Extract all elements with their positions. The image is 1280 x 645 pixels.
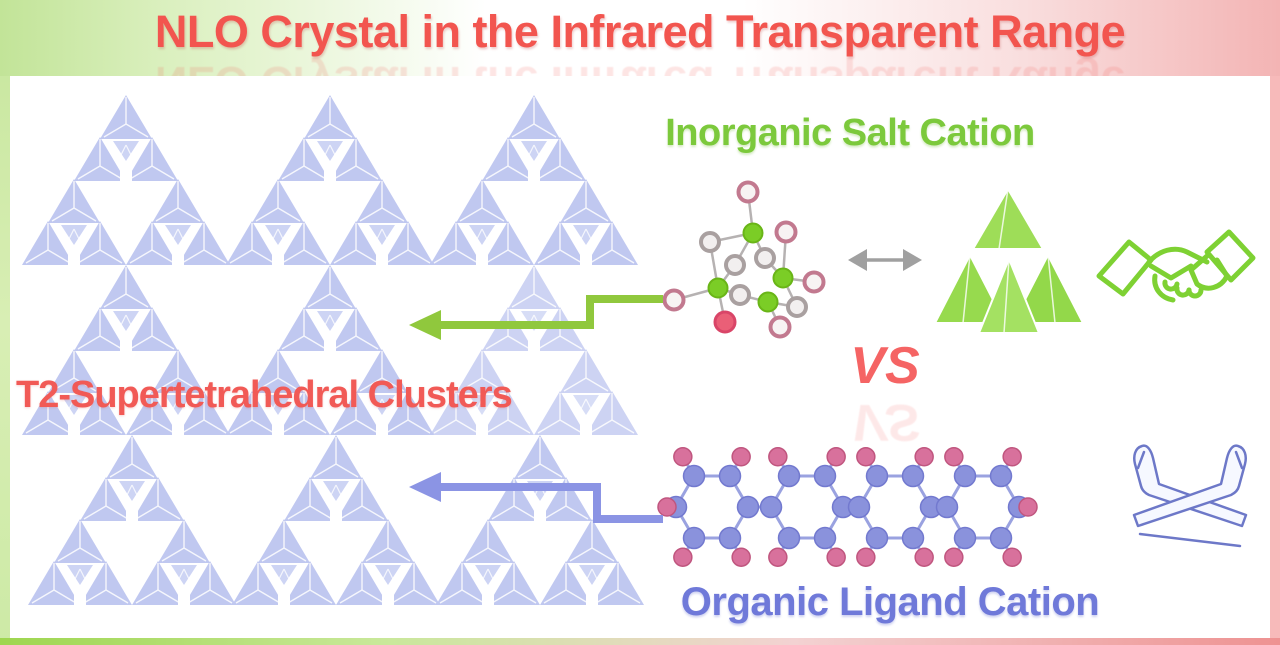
- left-border-strip: [0, 0, 10, 645]
- crossed-arms-icon: [1132, 444, 1248, 548]
- inorganic-heading: Inorganic Salt Cation: [665, 112, 1035, 154]
- blue-elbow-arrow: [409, 472, 663, 523]
- versus-label: VS: [850, 337, 920, 395]
- title-banner: NLO Crystal in the Infrared Transparent …: [0, 0, 1280, 76]
- green-elbow-arrow: [409, 295, 663, 340]
- bottom-border-strip: [0, 638, 1280, 645]
- cluster-caption: T2-Supertetrahedral Clusters: [16, 374, 513, 416]
- inorganic-cage-molecule-icon: [662, 180, 826, 339]
- handshake-icon: [1096, 229, 1256, 303]
- equivalence-double-arrow-icon: [848, 249, 922, 271]
- t2-cluster-grid: [0, 92, 660, 617]
- organic-ligand-molecule-icon: [657, 447, 1038, 567]
- organic-heading: Organic Ligand Cation: [680, 580, 1100, 624]
- page-title: NLO Crystal in the Infrared Transparent …: [154, 6, 1126, 57]
- versus-label-reflection: VS: [850, 393, 920, 451]
- right-border-strip: [1270, 0, 1280, 645]
- page-title-reflection: NLO Crystal in the Infrared Transparent …: [0, 56, 1280, 76]
- green-supertetrahedron-icon: [933, 187, 1085, 334]
